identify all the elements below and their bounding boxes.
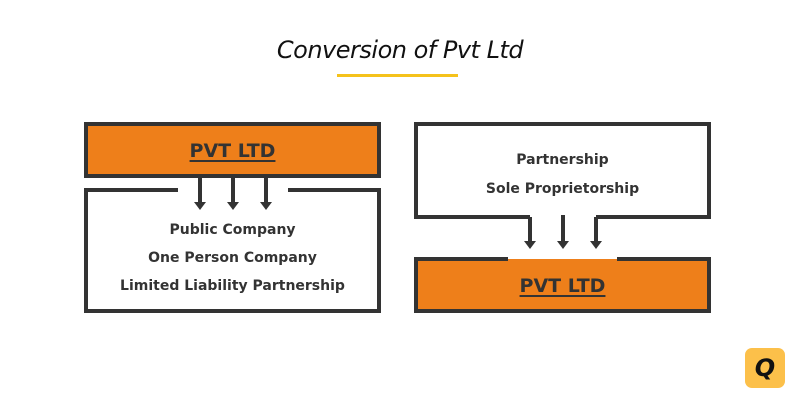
right-arrows	[524, 215, 602, 249]
title-underline	[337, 74, 458, 77]
left-arrow-2-head	[227, 202, 239, 210]
left-source-label: PVT LTD	[189, 140, 276, 162]
left-arrows	[194, 176, 272, 210]
left-target-box	[84, 188, 381, 313]
right-target-box	[414, 257, 711, 313]
right-target-box-fill	[416, 259, 709, 311]
brand-logo-icon: Q	[745, 348, 785, 388]
right-target-label: PVT LTD	[519, 275, 606, 297]
right-source-item: Sole Proprietorship	[485, 181, 640, 197]
left-arrow-1-head	[194, 202, 206, 210]
diagram-title: Conversion of Pvt Ltd	[276, 36, 524, 64]
right-arrow-3-head	[590, 241, 602, 249]
left-target-item: Limited Liability Partnership	[120, 278, 345, 294]
left-arrow-3-head	[260, 202, 272, 210]
left-target-item: One Person Company	[148, 250, 317, 266]
right-arrow-2-head	[557, 241, 569, 249]
left-source-box	[84, 122, 381, 178]
right-source-box	[414, 122, 711, 219]
logo-letter: Q	[754, 354, 776, 382]
right-arrow-1-head	[524, 241, 536, 249]
right-source-item: Partnership	[516, 152, 609, 168]
left-target-item: Public Company	[169, 222, 296, 238]
